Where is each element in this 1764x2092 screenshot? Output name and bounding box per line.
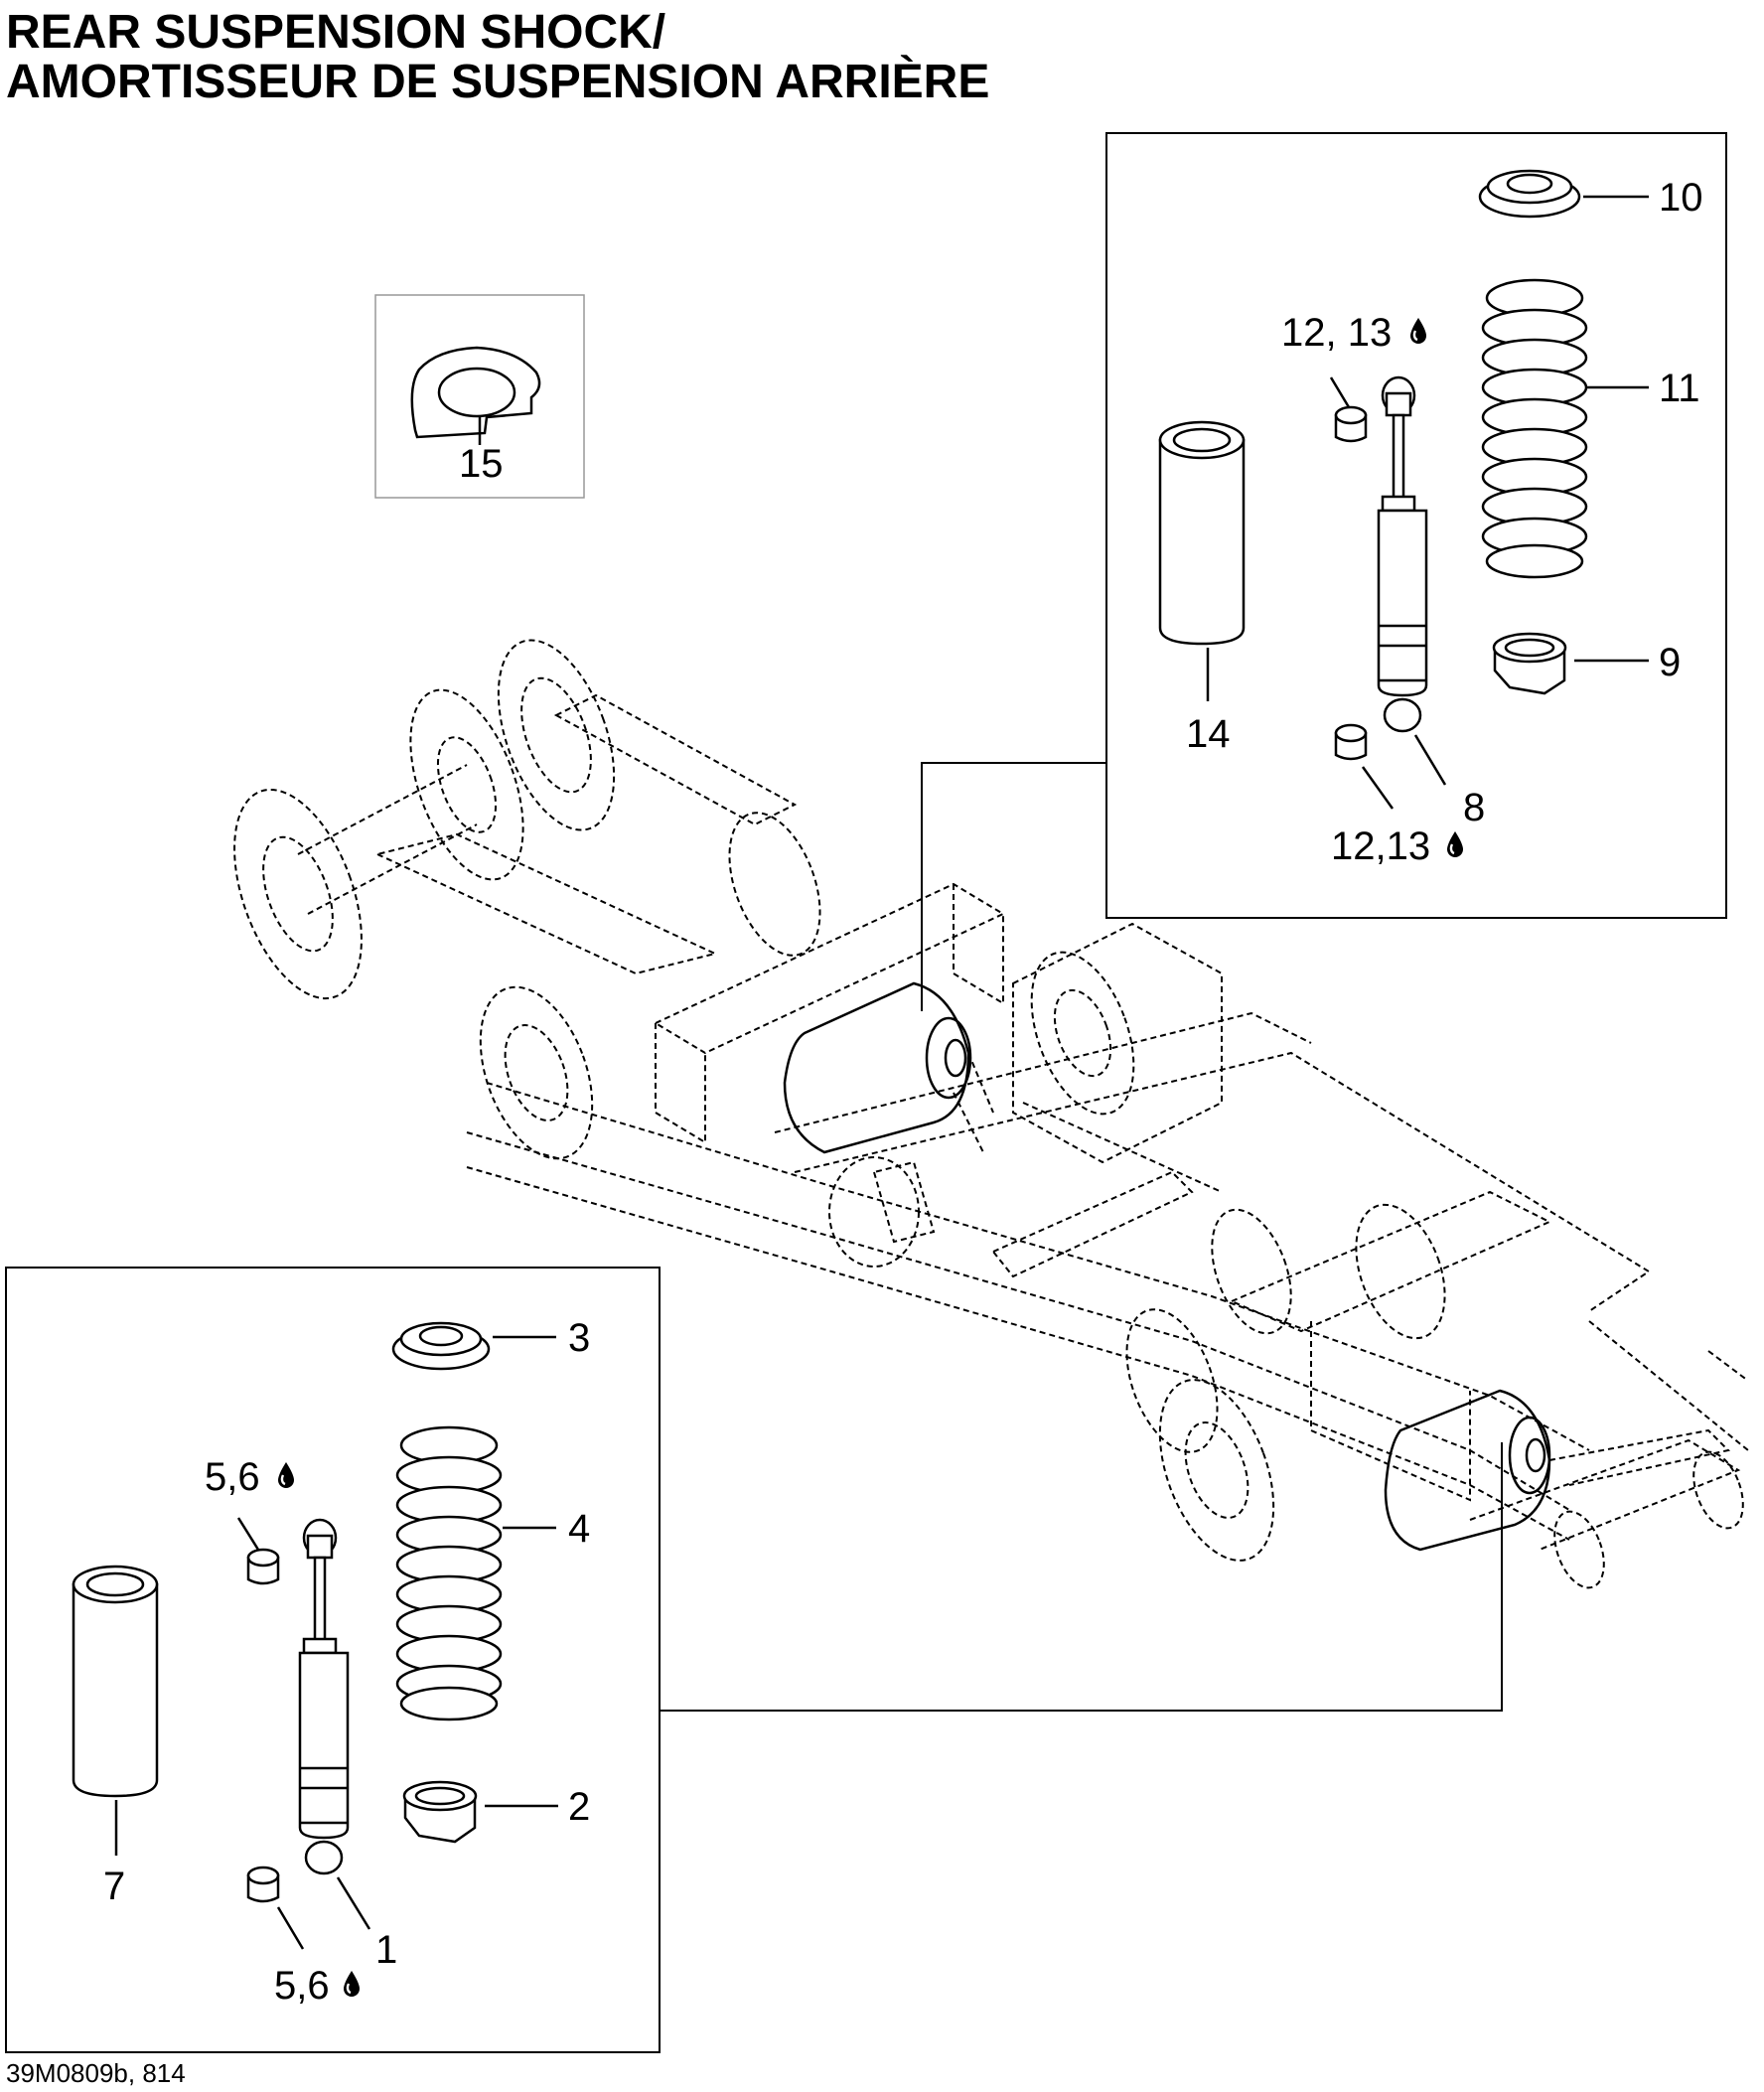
callout-1: 1 xyxy=(375,1928,397,1972)
part-1-shock-absorber: 1 xyxy=(298,1518,397,1972)
callout-5-6-lower: 5,6 xyxy=(274,1964,330,2008)
oil-drop-icon xyxy=(1408,316,1428,346)
callout-12-13-lower: 12,13 xyxy=(1331,824,1430,868)
part-8-shock-absorber: 8 xyxy=(1377,375,1485,829)
part-4-coil-spring: 4 xyxy=(395,1425,590,1721)
leader-line-lower xyxy=(660,1442,1503,1712)
diagram-title-english: REAR SUSPENSION SHOCK/ xyxy=(6,6,666,59)
upper-detail-box: 10 11 9 xyxy=(1105,132,1727,919)
callout-15: 15 xyxy=(459,442,504,486)
callout-14: 14 xyxy=(1186,712,1231,756)
callout-11: 11 xyxy=(1659,367,1700,410)
part-7-shock-cover: 7 xyxy=(72,1565,159,1908)
part-2-spring-collar: 2 xyxy=(402,1780,590,1844)
lower-detail-box: 3 4 2 xyxy=(5,1267,661,2053)
callout-7: 7 xyxy=(103,1865,125,1908)
callout-5-6-upper: 5,6 xyxy=(205,1455,260,1499)
suspension-assembly-illustration xyxy=(233,639,1749,1589)
callout-9: 9 xyxy=(1659,641,1681,684)
part-10-spring-seat: 10 xyxy=(1478,169,1703,220)
part-12-13-bushing-lower: 12,13 xyxy=(1331,723,1465,868)
callout-10: 10 xyxy=(1659,176,1703,220)
part-3-spring-seat: 3 xyxy=(391,1316,590,1371)
callout-8: 8 xyxy=(1463,786,1485,829)
callout-4: 4 xyxy=(568,1507,590,1551)
figure-reference-code: 39M0809b, 814 xyxy=(6,2058,186,2088)
part-15-box: 15 xyxy=(374,294,585,499)
leader-line-upper xyxy=(921,762,1106,1011)
oil-drop-icon xyxy=(1445,829,1465,859)
part-14-shock-cover: 14 xyxy=(1158,420,1246,756)
part-9-spring-collar: 9 xyxy=(1492,632,1681,695)
oil-drop-icon xyxy=(342,1969,362,1999)
part-5-6-bushing-lower: 5,6 xyxy=(246,1866,362,2008)
diagram-title-french: AMORTISSEUR DE SUSPENSION ARRIÈRE xyxy=(6,56,990,108)
callout-2: 2 xyxy=(568,1785,590,1829)
part-12-13-bushing-upper: 12, 13 xyxy=(1281,311,1428,443)
oil-drop-icon xyxy=(276,1460,296,1490)
part-15-plate-hole xyxy=(437,367,516,418)
part-11-coil-spring: 11 xyxy=(1481,278,1700,579)
callout-3: 3 xyxy=(568,1316,590,1360)
callout-12-13-upper: 12, 13 xyxy=(1281,311,1392,355)
part-5-6-bushing-upper: 5,6 xyxy=(205,1455,296,1585)
